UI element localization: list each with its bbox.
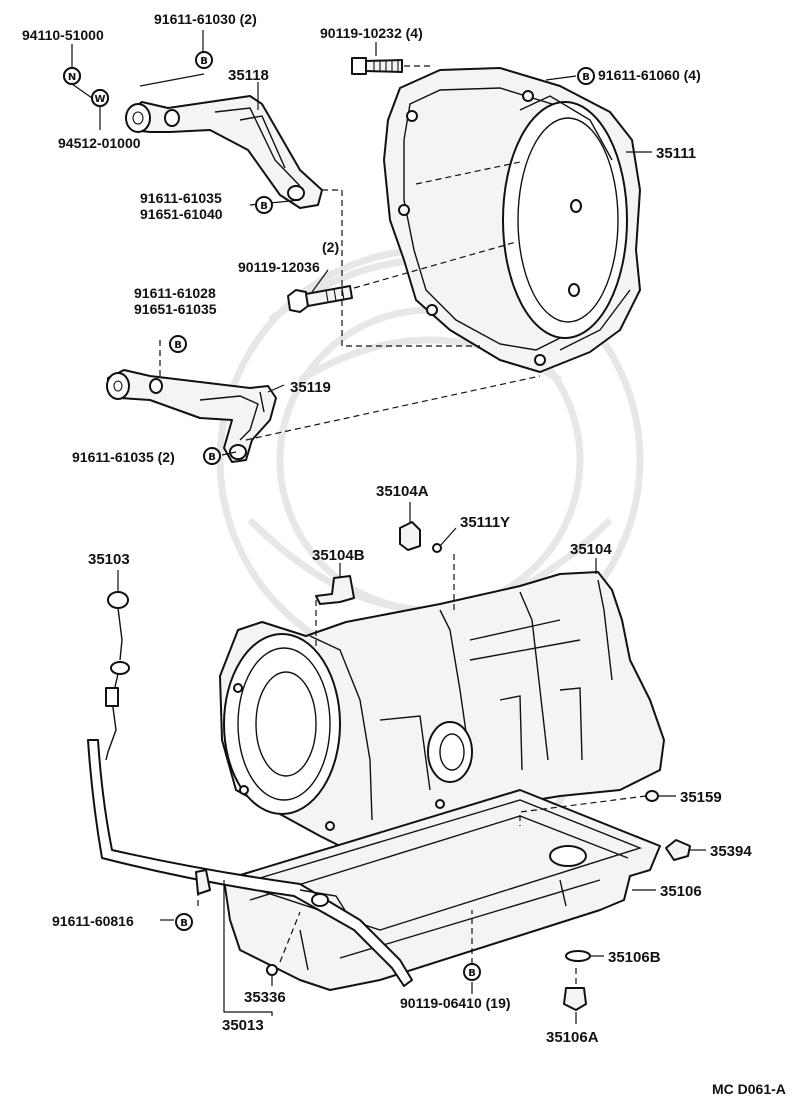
label-35013: 35013 xyxy=(222,1017,264,1034)
svg-text:N: N xyxy=(68,72,76,83)
bolt-91611-60816 xyxy=(195,869,211,895)
converter-housing-35111 xyxy=(383,67,641,373)
label-qty-2: (2) xyxy=(322,239,339,255)
part-labels: 94110-51000 91611-61030 (2) 90119-10232 … xyxy=(22,11,786,1097)
label-91611-60816: 91611-60816 xyxy=(52,913,134,929)
label-35119: 35119 xyxy=(290,379,331,396)
label-35104B: 35104B xyxy=(312,547,365,564)
label-35394: 35394 xyxy=(710,843,752,860)
mark-B-5: B xyxy=(203,447,221,465)
label-91611-61060: 91611-61060 (4) xyxy=(598,67,701,83)
plug-35104A xyxy=(399,521,421,551)
label-91611-61030: 91611-61030 (2) xyxy=(154,11,257,27)
bolt-90119-12036 xyxy=(287,285,353,313)
label-35104A: 35104A xyxy=(376,483,429,500)
svg-text:B: B xyxy=(468,968,476,979)
svg-text:B: B xyxy=(260,201,268,212)
gasket-35106B xyxy=(565,950,591,962)
label-91611-61035-a: 91611-61035 xyxy=(140,190,222,206)
mark-B-3: B xyxy=(255,196,273,214)
mark-B-6: B xyxy=(175,913,193,931)
filler-tube-35013 xyxy=(87,739,413,987)
drain-plug-35106A xyxy=(563,987,587,1011)
svg-text:B: B xyxy=(208,452,216,463)
label-35106A: 35106A xyxy=(546,1029,599,1046)
label-35336: 35336 xyxy=(244,989,286,1006)
circle-marks: N W B B B B B B xyxy=(63,51,595,981)
label-35111: 35111 xyxy=(656,145,696,162)
label-91651-61035: 91651-61035 xyxy=(134,301,217,317)
label-94512-01000: 94512-01000 xyxy=(58,135,141,151)
mark-W: W xyxy=(91,89,109,107)
label-90119-06410: 90119-06410 (19) xyxy=(400,995,511,1011)
svg-text:B: B xyxy=(180,918,188,929)
o-ring-35111Y xyxy=(432,543,442,553)
small-parts xyxy=(195,521,691,1011)
upper-alignment-lines xyxy=(159,65,541,441)
bracket-35118 xyxy=(125,95,323,209)
label-35159: 35159 xyxy=(680,789,722,806)
bracket-35119 xyxy=(106,369,277,463)
mark-N: N xyxy=(63,67,81,85)
dipstick-35103 xyxy=(105,591,130,761)
label-35103: 35103 xyxy=(88,551,130,568)
label-35106B: 35106B xyxy=(608,949,661,966)
plug-35159 xyxy=(645,790,659,802)
mark-B-1: B xyxy=(195,51,213,69)
plate-35394 xyxy=(665,839,691,861)
label-35118: 35118 xyxy=(228,67,269,84)
label-94110-51000: 94110-51000 xyxy=(22,27,104,43)
label-91651-61040: 91651-61040 xyxy=(140,206,223,222)
label-91611-61035-2: 91611-61035 (2) xyxy=(72,449,175,465)
nut-and-washer xyxy=(63,44,109,130)
label-90119-12036: 90119-12036 xyxy=(238,259,320,275)
label-35104: 35104 xyxy=(570,541,612,558)
svg-text:B: B xyxy=(200,56,208,67)
svg-text:W: W xyxy=(94,94,105,105)
o-ring-35336 xyxy=(266,964,278,976)
svg-text:B: B xyxy=(582,72,590,83)
label-90119-10232: 90119-10232 (4) xyxy=(320,25,423,41)
label-35106: 35106 xyxy=(660,883,702,900)
svg-text:B: B xyxy=(174,340,182,351)
bolt-90119-10232 xyxy=(351,57,403,75)
mark-B-4: B xyxy=(169,335,187,353)
label-35111Y: 35111Y xyxy=(460,514,510,531)
lower-alignment-lines xyxy=(197,554,647,984)
diagram-code: MC D061-A xyxy=(712,1081,786,1097)
mark-B-7: B xyxy=(463,963,481,981)
transmission-case-35104 xyxy=(219,571,665,847)
plug-35104B xyxy=(315,575,355,605)
mark-B-2: B xyxy=(577,67,595,85)
label-91611-61028: 91611-61028 xyxy=(134,285,216,301)
